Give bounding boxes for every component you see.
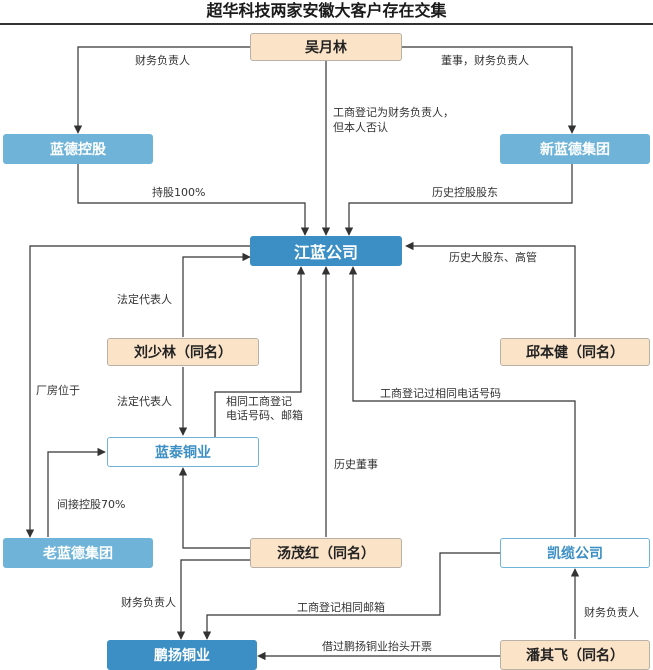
label-wu-to-lande: 财务负责人: [135, 54, 190, 67]
title-rule: [0, 23, 653, 25]
node-xin-lande: 新蓝德集团: [500, 134, 650, 164]
edge-liu-jianglan: [182, 252, 251, 337]
node-liu-shaolin: 刘少林（同名）: [107, 338, 259, 366]
label-kailan-email: 工商登记相同邮箱: [297, 601, 385, 614]
label-lande-holds: 持股100%: [152, 186, 206, 199]
label-indirect: 间接控股70%: [57, 498, 126, 511]
node-lao-lande: 老蓝德集团: [3, 538, 153, 568]
label-wu-to-xin: 董事，财务负责人: [441, 54, 529, 67]
edge-qiu-jianglan: [405, 241, 576, 337]
node-pengyang: 鹏扬铜业: [107, 640, 257, 670]
edge-kailan-jianglan: [348, 266, 576, 537]
node-pan-qifei: 潘其飞（同名）: [500, 640, 650, 670]
node-lantai: 蓝泰铜业: [107, 437, 259, 467]
edge-lande-jianglan: [77, 164, 310, 236]
edge-tang-pengyang: [176, 559, 250, 640]
label-tang-finance: 财务负责人: [121, 596, 176, 609]
label-lantai-same-1: 相同工商登记: [226, 395, 292, 408]
label-pan-finance: 财务负责人: [584, 606, 639, 619]
edge-kailan-pengyang: [202, 552, 500, 640]
node-tang-maohong: 汤茂红（同名）: [250, 538, 402, 568]
label-qiu-history: 历史大股东、高管: [449, 251, 537, 264]
edge-jianglan-laolande: [25, 245, 250, 538]
label-kailan-phone: 工商登记过相同电话号码: [380, 387, 501, 400]
edge-xin-jianglan: [344, 164, 573, 236]
label-liu-legal-1: 法定代表人: [117, 293, 172, 306]
label-xin-history: 历史控股股东: [432, 186, 498, 199]
node-wu-yuelin: 吴月林: [250, 33, 402, 61]
label-wu-to-jianglan-1: 工商登记为财务负责人，: [333, 106, 454, 119]
node-jianglan: 江蓝公司: [250, 236, 402, 266]
node-lande-konggu: 蓝德控股: [3, 134, 153, 164]
node-qiu-benjian: 邱本健（同名）: [500, 338, 650, 366]
edge-laolande-lantai: [47, 447, 106, 537]
label-factory: 厂房位于: [36, 384, 80, 397]
label-wu-to-jianglan-2: 但本人否认: [333, 121, 388, 134]
diagram-title: 超华科技两家安徽大客户存在交集: [206, 1, 447, 20]
edge-lantai-jianglan: [214, 266, 306, 437]
edge-tang-lantai: [178, 467, 250, 549]
label-liu-legal-2: 法定代表人: [117, 395, 172, 408]
edge-wu-lande: [73, 46, 250, 134]
node-kailan: 凯缆公司: [500, 538, 650, 568]
label-lantai-same-2: 电话号码、邮箱: [226, 409, 303, 422]
edge-wu-xin: [402, 46, 577, 134]
label-tang-history: 历史董事: [334, 458, 378, 471]
label-pan-invoice: 借过鹏扬铜业抬头开票: [322, 640, 432, 653]
